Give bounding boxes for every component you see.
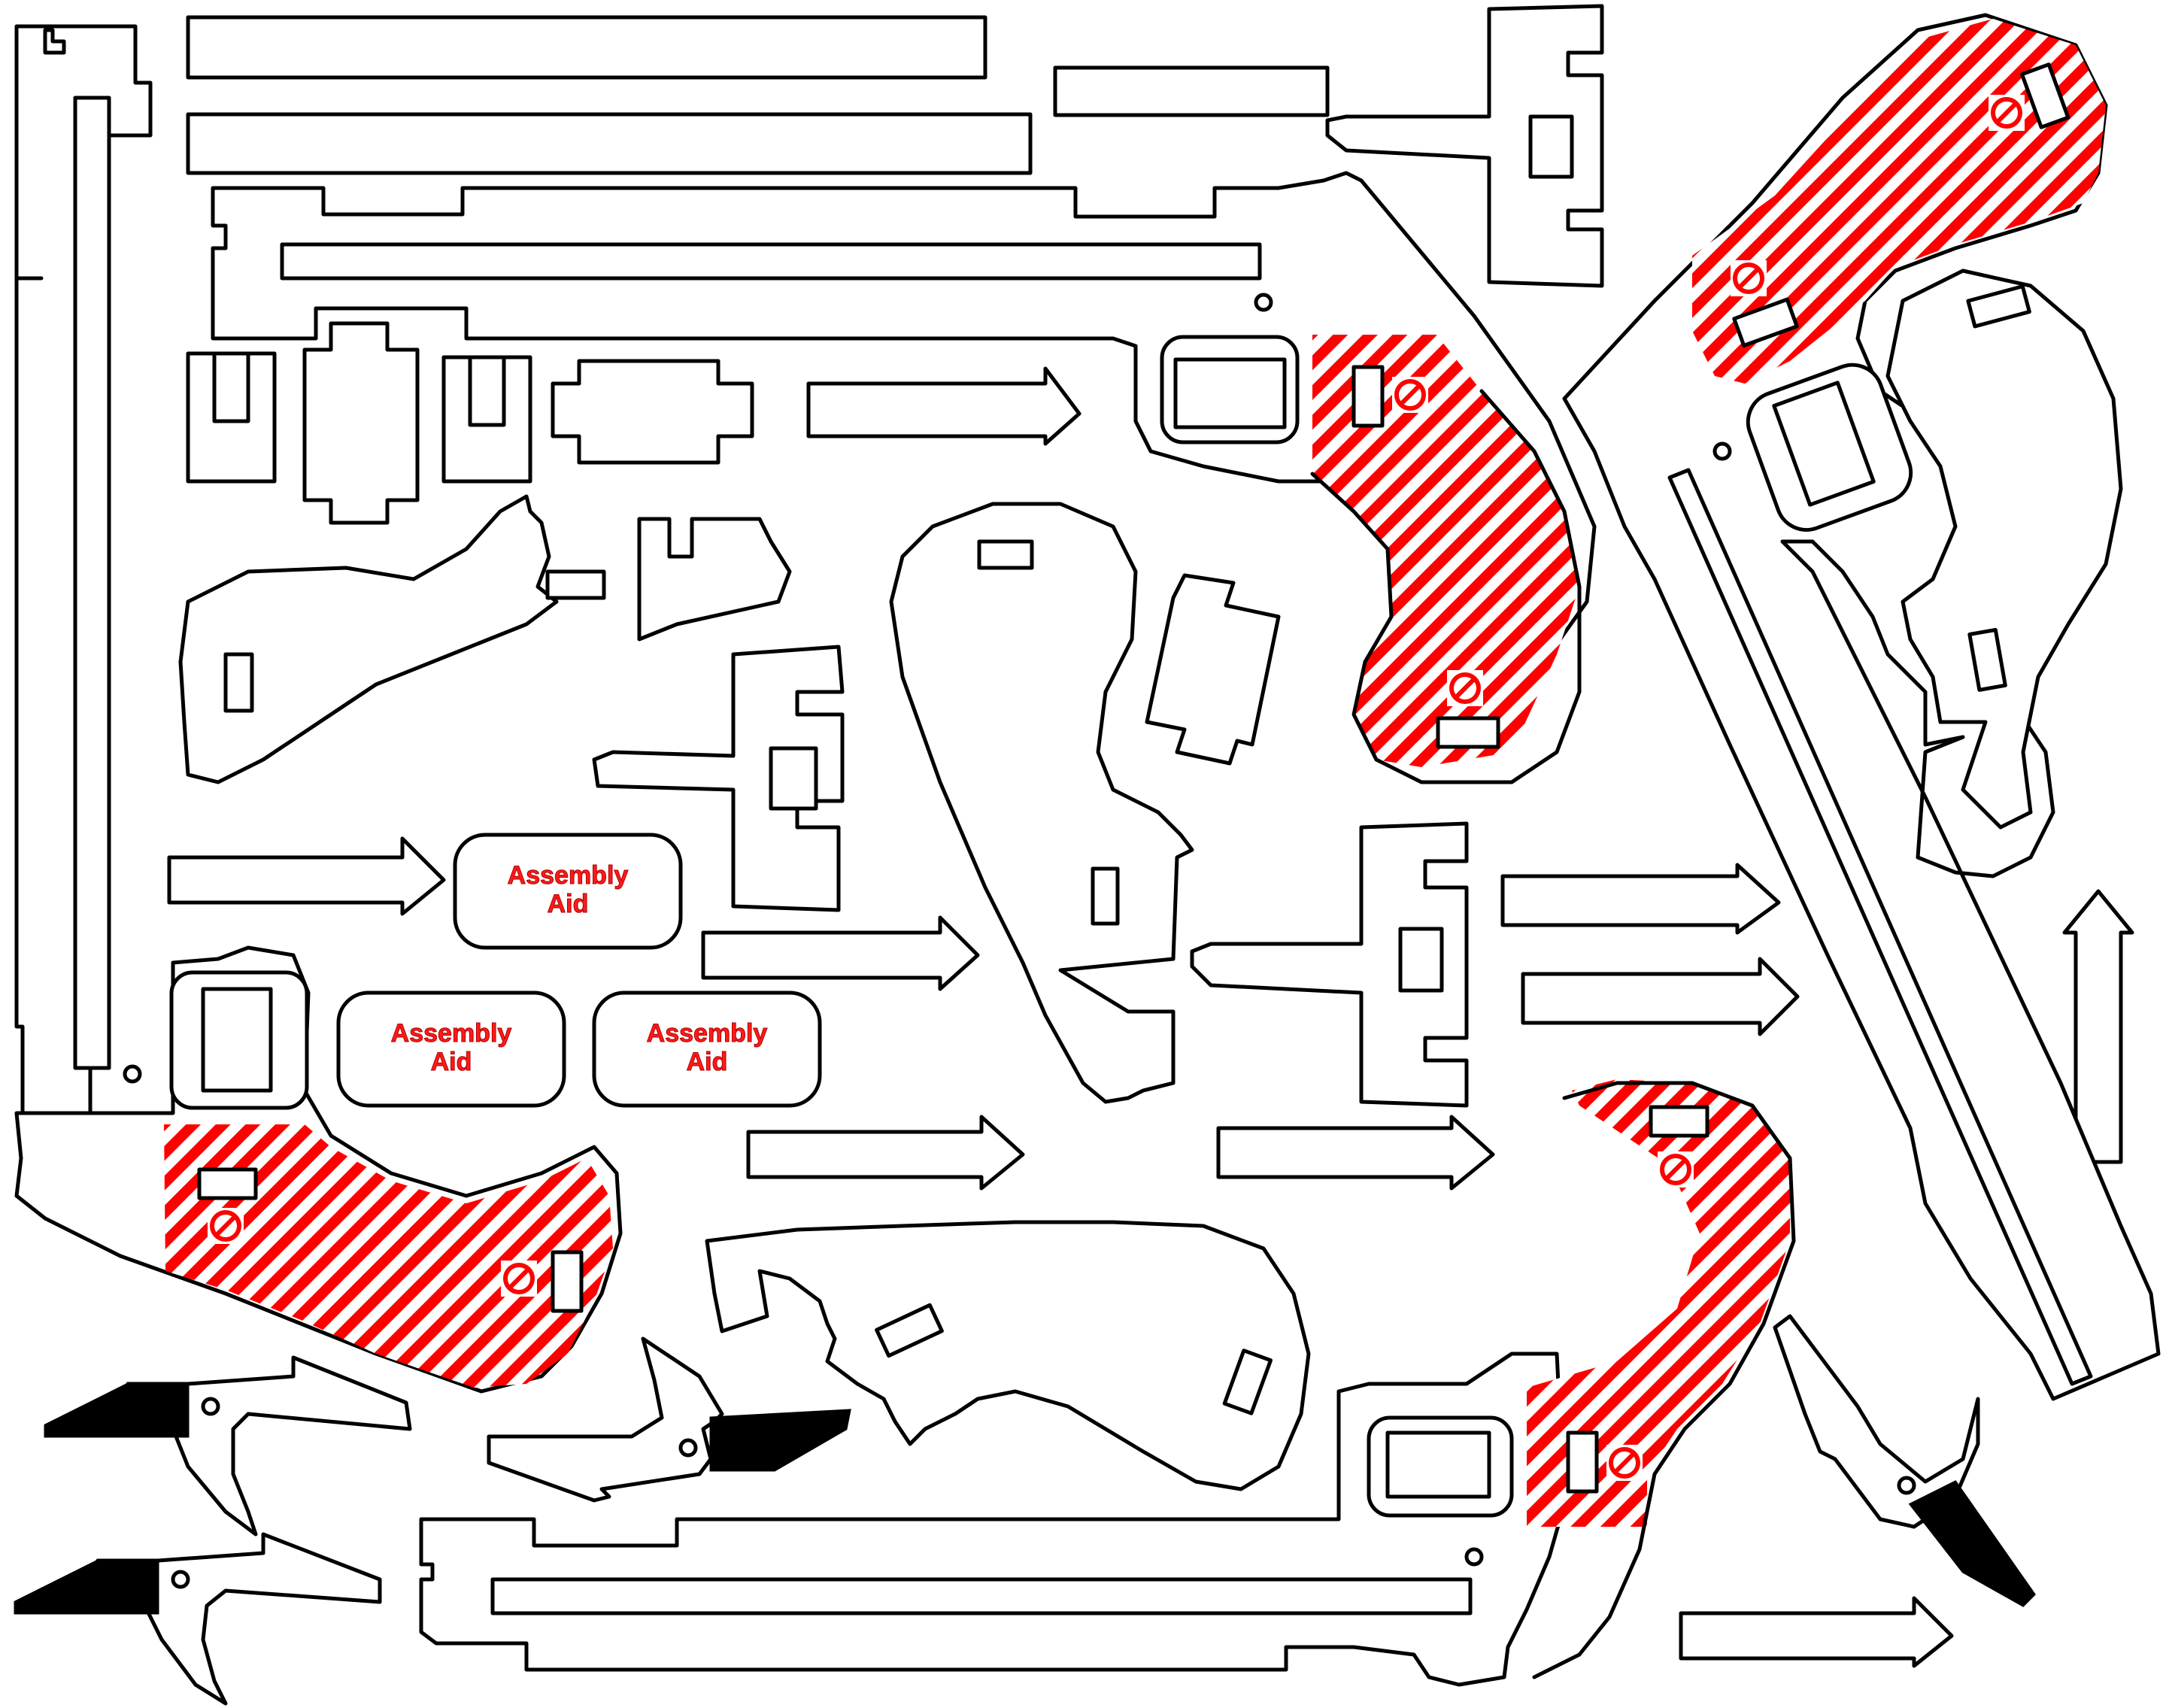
assembly-aid-label: Assembly [647,1019,768,1048]
u-bracket-2 [441,355,532,484]
assembly-aid-block-1 [453,833,683,950]
grip-panel-left-slot-2 [545,569,606,600]
short-strip-top [1053,65,1330,117]
frame-body-hole [1254,293,1273,312]
cross-block-wide [551,359,754,465]
hammer-pin-hole [678,1438,698,1458]
bottom-frame-slot [490,1577,1473,1615]
cross-block-tilted [1145,573,1281,766]
no-entry-icon [1447,670,1483,706]
grip-panel-lower [705,1220,1311,1491]
trigger-blade-2 [14,1559,159,1615]
grip-slot-right-2 [1732,297,1799,348]
assembly-aid-block-2 [336,991,566,1108]
arrow-piece-3 [701,915,980,991]
grip-hatch-lower-left [164,1124,613,1388]
frame-body-slot [280,242,1262,281]
right-frame-slot [1667,468,2093,1386]
hammer-piece-middle [487,1336,724,1503]
grip-slot-upper-2 [1436,716,1500,749]
cross-block [302,321,420,525]
grip-slot-lower-right-2 [1566,1430,1599,1494]
bottom-frame [419,1352,1567,1687]
grip-outline-lower-right [1532,1081,1796,1679]
left-rail-hole [123,1064,142,1084]
lower-grip-window-inner [201,987,273,1093]
grip-panel-left [178,494,559,784]
grip-slot-upper-1 [1351,365,1385,428]
grip-slot-lower-left-1 [197,1167,258,1200]
grip-slot-lower-right-1 [1649,1105,1709,1138]
hook-piece [637,517,792,642]
grip-outline-upper [1310,389,1582,784]
assembly-aid-label: Aid [687,1048,728,1076]
rail-strip-top-2 [186,112,1033,175]
hammer-pin-hole [1897,1476,1916,1495]
central-body-slot-2 [1091,866,1120,926]
no-entry-icon [1392,377,1428,413]
trigger-blade-1 [44,1382,190,1438]
bottom-window-inner [1385,1430,1491,1499]
no-entry-icon [501,1261,537,1297]
assembly-aid-label: Assembly [391,1019,512,1048]
grip-panel-left-slot [223,652,254,713]
no-entry-icon [208,1208,244,1244]
arrow-piece-1 [806,366,1081,446]
grip-panel-right-inner [1885,268,2123,830]
grip-hatch-upper [1312,335,1579,767]
charging-handle-1 [592,645,845,912]
central-body-slot-1 [977,539,1034,570]
no-entry-icon [1989,95,2025,131]
right-frame-window-inner [1772,381,1876,507]
hammer-piece-right [1773,1314,1980,1529]
assembly-aid-label: Aid [431,1048,472,1076]
arrow-piece-vertical [2062,889,2134,1164]
charging-handle-2 [1325,4,1604,288]
grip-slot-lower-left-2 [551,1250,584,1313]
assembly-aid-label: Aid [548,890,589,918]
arrow-piece-6 [1500,863,1781,935]
grip-panel-lower-slot-2 [1222,1349,1273,1415]
bottom-frame-hole [1464,1547,1484,1567]
no-entry-icon [1606,1445,1643,1481]
frame-window-inner [1173,357,1287,429]
left-rail-slot [73,96,111,1070]
assembly-aid-label: Assembly [508,861,629,890]
rail-strip-top-1 [186,15,987,80]
central-body-panel [889,502,1194,1104]
arrow-piece-4 [746,1115,1025,1191]
right-frame-hole [1712,441,1732,461]
arrow-piece-8 [1679,1596,1954,1668]
no-entry-icon [1658,1151,1694,1188]
no-entry-icon [1731,260,1767,296]
hammer-blade-middle [709,1409,851,1472]
assembly-aid-block-3 [592,991,822,1108]
arrow-piece-5 [1216,1115,1495,1191]
charging-handle-3-window [1398,927,1444,993]
u-bracket-1 [186,351,277,484]
left-rail-notch [43,28,66,55]
grip-panel-right-slot-1 [1966,284,2031,329]
arrow-piece-7 [1521,957,1800,1036]
trigger-pin-hole [201,1397,220,1416]
charging-handle-2-window [1528,114,1574,179]
hammer-blade-right [1908,1480,2036,1607]
trigger-pin-hole [171,1570,190,1589]
grip-hatch-lower-right [1527,1079,1790,1527]
arrow-piece-2 [167,836,446,916]
grip-slot-right-1 [2019,62,2070,129]
charging-handle-1-window [769,746,818,811]
charging-handle-3 [1190,821,1469,1108]
grip-panel-lower-slot-1 [875,1303,944,1358]
grip-panel-right-slot-2 [1967,627,2007,692]
